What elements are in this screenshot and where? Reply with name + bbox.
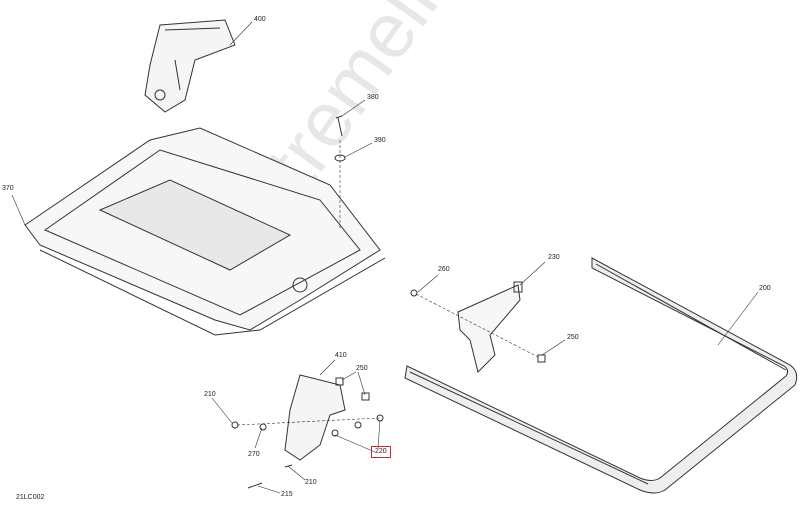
bolt-380	[334, 115, 346, 230]
callout-230: 230	[548, 254, 560, 261]
cargo-bed-370	[24, 127, 386, 336]
diagram-code: 21LC002	[16, 494, 45, 501]
callout-380: 380	[367, 94, 379, 101]
callout-220-highlighted[interactable]: 220	[371, 446, 391, 458]
callout-215: 215	[281, 491, 293, 498]
callout-410: 410	[335, 352, 347, 359]
callout-390: 390	[374, 137, 386, 144]
mount-plate-230	[410, 281, 546, 373]
leader-lines	[11, 21, 759, 494]
callout-250: 250	[356, 365, 368, 372]
rail-200	[404, 257, 798, 494]
callout-270: 270	[248, 451, 260, 458]
bracket-400	[144, 19, 236, 113]
bracket-410	[231, 374, 384, 489]
callout-200: 200	[759, 285, 771, 292]
callout-250: 250	[567, 334, 579, 341]
callout-210: 210	[204, 391, 216, 398]
callout-210: 210	[305, 479, 317, 486]
callout-400: 400	[254, 16, 266, 23]
callout-260: 260	[438, 266, 450, 273]
callout-370: 370	[2, 185, 14, 192]
